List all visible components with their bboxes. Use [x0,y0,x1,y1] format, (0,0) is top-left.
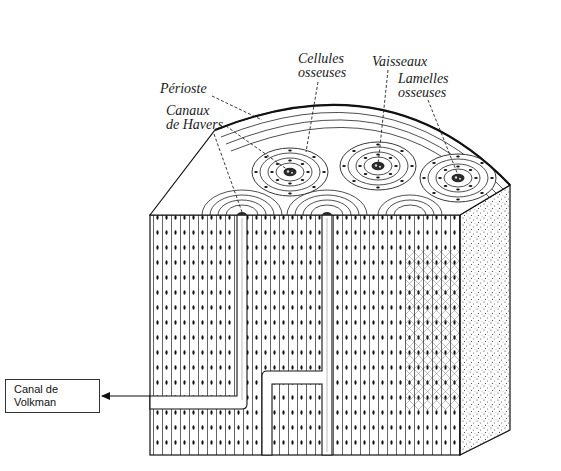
osteon [340,142,416,190]
leader-line [212,96,262,120]
osteon-lamella [226,205,258,215]
leader-line [378,70,388,165]
top-face [150,105,510,215]
part-label: Lamelles osseuses [398,72,470,100]
part-label: Canaux de Havers [166,104,226,132]
callout-box: Canal de Volkman [5,379,100,413]
leader-line [214,134,242,212]
top-face-detail [202,112,503,215]
cross-hatch-zone [405,250,460,410]
osteon-lamella [311,205,343,215]
osteon-lamella [386,200,434,215]
osteon [252,148,328,196]
volkmann-canal [150,215,247,409]
side-face [460,185,510,455]
osteon-lamella [295,195,359,215]
callout-text: Canal de Volkman [6,380,76,409]
leader-line [306,82,318,152]
part-label: Vaisseaux [372,55,452,69]
part-label: Périoste [160,82,240,96]
leader-line [226,126,288,170]
front-face [150,215,460,455]
canal-vessel [242,218,243,400]
part-label: Cellules osseuses [298,52,370,80]
half-osteons [202,190,442,215]
osteon-lamella [218,200,266,215]
osteon-lamella [378,195,442,215]
canal-vessel [327,218,328,452]
leader-line [428,100,458,175]
osteon-lamella [394,205,426,215]
callout-arrow [102,395,150,396]
haversian-canal-longitudinal [262,215,332,455]
periosteum [215,105,510,185]
haversian-canal [322,212,332,215]
osteon-lamella [303,200,351,215]
haversian-canal [237,212,247,215]
